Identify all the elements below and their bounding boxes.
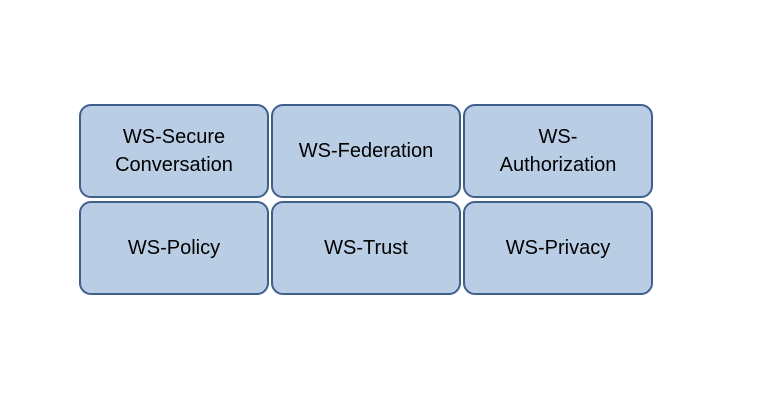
box-ws-authorization: WS- Authorization — [463, 104, 653, 198]
box-label: WS-Federation — [298, 140, 434, 162]
box-label: WS-Secure Conversation — [115, 126, 233, 176]
box-label: WS- Authorization — [499, 126, 617, 176]
box-label: WS-Privacy — [505, 237, 611, 259]
box-label: WS-Trust — [324, 237, 408, 259]
box-ws-policy: WS-Policy — [79, 201, 269, 295]
box-ws-secure-conversation: WS-Secure Conversation — [79, 104, 269, 198]
box-ws-privacy: WS-Privacy — [463, 201, 653, 295]
box-ws-trust: WS-Trust — [271, 201, 461, 295]
box-label: WS-Policy — [127, 237, 221, 259]
box-ws-federation: WS-Federation — [271, 104, 461, 198]
